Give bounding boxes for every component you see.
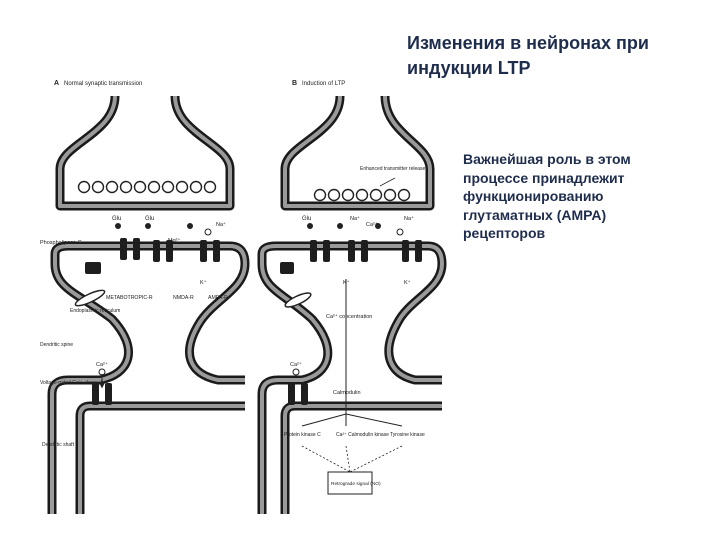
label-camk: Ca²⁺ Calmodulin kinase [336, 432, 389, 438]
label-phospholipase: Phospholipase C [40, 240, 82, 246]
endoplasmic-reticulum [74, 289, 106, 307]
label-glu-a2: Glu [145, 216, 154, 222]
label-k-b2: K⁺ [404, 279, 411, 286]
label-ca-b1: Ca²⁺ [366, 221, 378, 228]
label-glu-a1: Glu [112, 216, 121, 222]
label-na-a: Na⁺ [216, 221, 226, 228]
label-pkc: Protein kinase C [284, 432, 321, 438]
panel-a-letter: A [54, 80, 59, 87]
label-nmda: NMDA-R [173, 295, 194, 301]
body-line-5: рецепторов [463, 225, 546, 241]
body-line-3: функционированию [463, 188, 604, 204]
slide-title-line-1: Изменения в нейронах при [407, 33, 649, 53]
synaptic-vesicles [77, 180, 217, 194]
panel-b-caption: Induction of LTP [302, 81, 345, 87]
label-ca-conc: Ca²⁺ concentration [326, 313, 372, 320]
label-vgcc: Voltage-gated Ca²⁺ channel [40, 380, 102, 386]
panel-b: B Induction of LTP Enhanced transmitter … [257, 80, 447, 514]
label-tyrosine: Tyrosine kinase [390, 432, 425, 438]
label-shaft: Dendritic shaft [42, 442, 75, 448]
presynaptic-terminal-b [280, 95, 435, 211]
panel-a-caption: Normal synaptic transmission [64, 81, 142, 87]
body-line-1: Важнейшая роль в этом [463, 151, 631, 167]
label-retro-msg: Retrograde signal (NO) [331, 481, 381, 487]
synaptic-vesicles-b [313, 188, 411, 202]
label-k-a: K⁺ [200, 279, 207, 286]
retrograde-signal-box [327, 471, 373, 495]
label-calmodulin: Calmodulin [333, 390, 361, 396]
slide-title-line-2: индукции LTP [407, 58, 531, 78]
label-mg: Mg²⁺ [168, 237, 180, 244]
panel-a: A Normal synaptic transmission [40, 80, 250, 514]
slide-title: Изменения в нейронах при индукции LTP [407, 31, 707, 81]
label-er: Endoplasmic reticulum [70, 308, 120, 314]
label-na-b2: Na⁺ [404, 215, 414, 222]
synapse-figure: A Normal synaptic transmission [40, 80, 447, 514]
label-glu-b1: Glu [302, 216, 311, 222]
label-ca-b2: Ca²⁺ [290, 361, 302, 368]
label-ca-a: Ca²⁺ [96, 361, 108, 368]
label-retrograde: Enhanced transmitter release [360, 166, 426, 172]
slide-body-text: Важнейшая роль в этом процессе принадлеж… [463, 150, 703, 243]
dendritic-shaft-wall [75, 401, 245, 514]
label-ampa: AMPA-R [208, 295, 228, 301]
body-line-2: процессе принадлежит [463, 169, 625, 186]
label-spine: Dendritic spine [40, 342, 73, 348]
label-metabotropic: METABOTROPIC-R [106, 295, 153, 301]
label-na-b: Na⁺ [350, 215, 360, 222]
body-line-4: глутаматных (AMPA) [463, 206, 607, 223]
phospholipase-c [85, 262, 101, 274]
panel-b-letter: B [292, 80, 297, 87]
